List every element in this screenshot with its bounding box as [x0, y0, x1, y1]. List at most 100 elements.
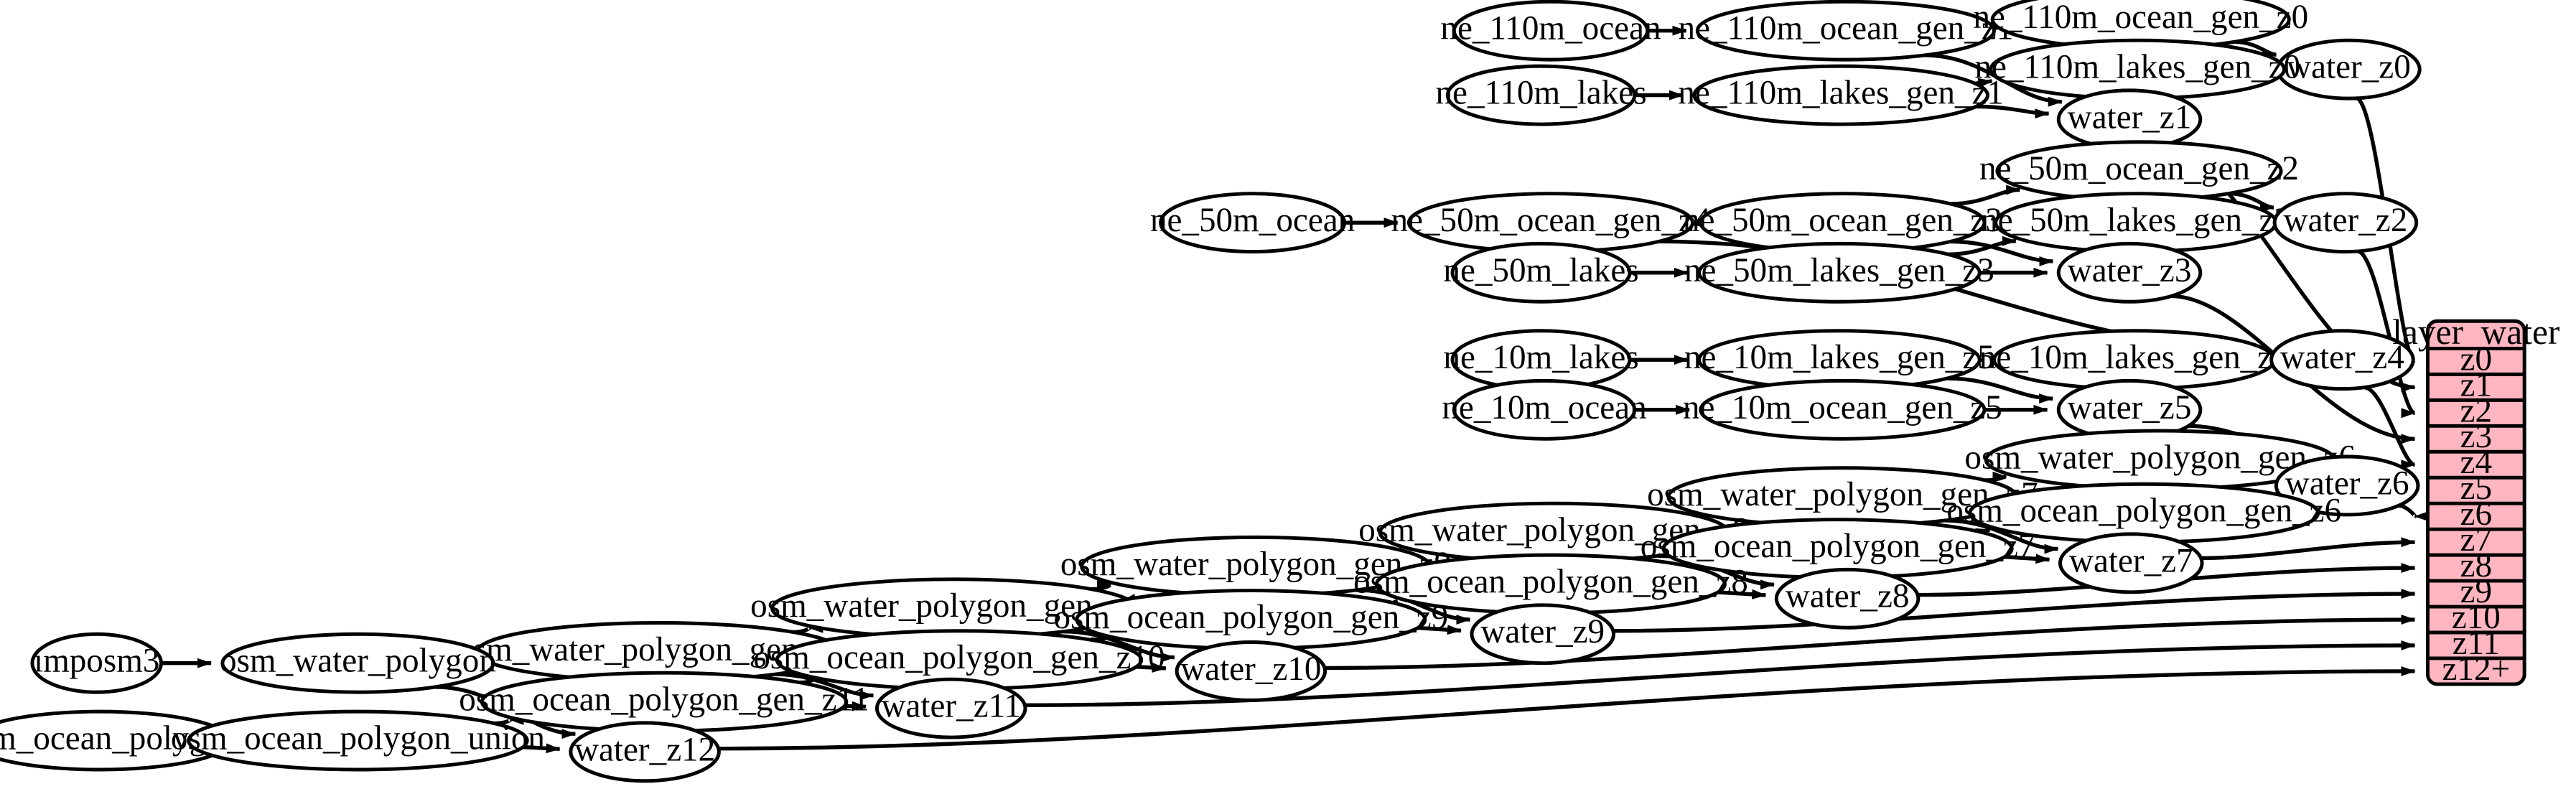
edge-osm_ocean_polygon_gen_z7-to-water_z7 — [2004, 554, 2050, 564]
node-shape — [1175, 640, 1327, 702]
node-shape — [2056, 241, 2203, 304]
legend-row-z7[interactable]: z7 — [2460, 521, 2492, 559]
node-label: osm_ocean_polygon_gen_z10 — [753, 639, 1165, 676]
node-shape — [187, 709, 529, 772]
node-osm_water_polygon[interactable]: osm_water_polygon — [220, 632, 496, 694]
node-shape — [1452, 378, 1637, 441]
legend-row-z12plus[interactable]: z12+ — [2442, 650, 2510, 688]
node-label: ne_50m_ocean_gen_z4 — [1391, 202, 1710, 239]
legend-row-z3[interactable]: z3 — [2460, 418, 2492, 455]
node-ne_50m_lakes_gen_z2[interactable]: ne_50m_lakes_gen_z2 — [1981, 192, 2291, 254]
legend-row-z1[interactable]: z1 — [2460, 366, 2492, 403]
node-ne_50m_ocean[interactable]: ne_50m_ocean — [1150, 192, 1355, 254]
edge-osm_ocean_polygon_gen_z10-to-water_z10 — [1136, 662, 1167, 673]
node-water_z12[interactable]: water_z12 — [569, 721, 721, 783]
node-ne_110m_ocean_gen_z1[interactable]: ne_110m_ocean_gen_z1 — [1678, 0, 2013, 62]
node-shape — [1445, 64, 1637, 126]
node-label: ne_110m_ocean_gen_z1 — [1678, 10, 2013, 47]
node-ne_50m_lakes[interactable]: ne_50m_lakes — [1443, 241, 1639, 304]
edge-water_z10-to-layer_water_z10 — [1324, 615, 2416, 671]
node-water_z10[interactable]: water_z10 — [1175, 640, 1327, 702]
legend-row-z9[interactable]: z9 — [2460, 573, 2492, 610]
legend-row-z8[interactable]: z8 — [2460, 547, 2492, 584]
node-shape — [1470, 603, 1616, 666]
node-osm_ocean_polygon_gen_z10[interactable]: osm_ocean_polygon_gen_z10 — [753, 629, 1165, 691]
node-water_z5[interactable]: water_z5 — [2056, 378, 2203, 441]
node-label: ne_10m_lakes_gen_z4 — [1979, 339, 2290, 376]
node-label: water_z4 — [2280, 339, 2404, 376]
node-ne_10m_ocean[interactable]: ne_10m_ocean — [1442, 378, 1647, 441]
node-osm_ocean_polygon_gen_z7[interactable]: osm_ocean_polygon_gen_z7 — [1641, 518, 2035, 580]
legend-row-z0[interactable]: z0 — [2460, 340, 2492, 378]
node-label: water_z9 — [1480, 613, 1605, 650]
edge-ne_50m_lakes_gen_z3-to-ne_50m_lakes_gen_z2 — [1948, 235, 2017, 256]
node-label: imposm3 — [34, 643, 159, 680]
node-ne_10m_ocean_gen_z5[interactable]: ne_10m_ocean_gen_z5 — [1683, 378, 2002, 441]
node-label: ne_110m_lakes_gen_z0 — [1974, 49, 2300, 86]
node-ne_110m_lakes_gen_z0[interactable]: ne_110m_lakes_gen_z0 — [1974, 38, 2300, 101]
node-water_z6[interactable]: water_z6 — [2274, 454, 2420, 517]
node-imposm3[interactable]: imposm3 — [30, 632, 164, 694]
node-osm_ocean_polygon_gen_z8[interactable]: osm_ocean_polygon_gen_z8 — [1353, 553, 1748, 615]
node-label: ne_10m_lakes_gen_z5 — [1684, 339, 1994, 376]
node-label: osm_ocean_polygon_gen_z7 — [1641, 528, 2035, 565]
node-ne_50m_lakes_gen_z3[interactable]: ne_50m_lakes_gen_z3 — [1684, 241, 1994, 304]
node-water_z2[interactable]: water_z2 — [2272, 192, 2419, 254]
node-shape — [30, 632, 164, 694]
node-label: osm_ocean_polygon_union — [171, 720, 545, 757]
legend-row-z5[interactable]: z5 — [2460, 470, 2492, 507]
node-label: osm_ocean_polygon_gen_z11 — [459, 681, 869, 719]
edge-ne_50m_ocean_gen_z3-to-ne_50m_ocean_gen_z2 — [1950, 185, 2021, 206]
legend-row-z4[interactable]: z4 — [2460, 444, 2492, 481]
node-shape — [1699, 378, 1987, 441]
node-shape — [2269, 329, 2415, 391]
node-shape — [2272, 192, 2419, 254]
node-label: water_z3 — [2068, 252, 2192, 289]
node-label: ne_110m_ocean — [1440, 10, 1661, 47]
node-ne_10m_lakes_gen_z5[interactable]: ne_10m_lakes_gen_z5 — [1684, 329, 1994, 391]
node-label: ne_50m_lakes_gen_z2 — [1981, 202, 2291, 239]
node-ne_50m_ocean_gen_z2[interactable]: ne_50m_ocean_gen_z2 — [1979, 140, 2299, 202]
node-shape — [2058, 532, 2204, 594]
node-water_z11[interactable]: water_z11 — [874, 677, 1027, 739]
node-water_z1[interactable]: water_z1 — [2056, 88, 2203, 151]
node-ne_110m_lakes_gen_z1[interactable]: ne_110m_lakes_gen_z1 — [1678, 64, 2004, 126]
node-label: ne_110m_lakes — [1435, 75, 1646, 112]
node-ne_110m_lakes[interactable]: ne_110m_lakes — [1435, 64, 1647, 126]
node-label: osm_ocean_polygon_gen_z9 — [1053, 599, 1448, 636]
edge-osm_water_polygon_gen_z11-to-water_z11 — [775, 672, 874, 701]
legend-row-z2[interactable]: z2 — [2460, 392, 2492, 429]
legend-row-z11[interactable]: z11 — [2453, 625, 2500, 662]
node-label: water_z12 — [574, 731, 715, 768]
edge-osm_water_polygon_gen_z7-to-water_z7 — [1945, 518, 2059, 554]
node-water_z4[interactable]: water_z4 — [2269, 329, 2415, 391]
node-water_z7[interactable]: water_z7 — [2058, 532, 2204, 594]
node-ne_10m_lakes[interactable]: ne_10m_lakes — [1443, 329, 1639, 391]
node-label: water_z5 — [2068, 389, 2192, 426]
node-ne_110m_ocean[interactable]: ne_110m_ocean — [1440, 0, 1661, 62]
edge-water_z6-to-layer_water_z6 — [2398, 503, 2429, 521]
node-shape — [1692, 64, 1989, 126]
node-label: water_z7 — [2069, 542, 2193, 579]
node-label: water_z11 — [881, 688, 1021, 725]
node-water_z3[interactable]: water_z3 — [2056, 241, 2203, 304]
node-ne_50m_ocean_gen_z4[interactable]: ne_50m_ocean_gen_z4 — [1391, 192, 1710, 254]
legend-row-z6[interactable]: z6 — [2460, 495, 2492, 533]
node-shape — [1452, 0, 1650, 62]
edge-ne_50m_ocean_gen_z3-to-water_z3 — [1950, 239, 2054, 266]
node-water_z0[interactable]: water_z0 — [2276, 38, 2422, 101]
node-osm_ocean_polygon[interactable]: osm_ocean_polygon — [0, 709, 240, 772]
edge-water_z7-to-layer_water_z7 — [2201, 537, 2416, 561]
node-shape — [1697, 241, 1982, 304]
node-osm_ocean_polygon_gen_z11[interactable]: osm_ocean_polygon_gen_z11 — [459, 671, 869, 733]
node-label: ne_110m_ocean_gen_z0 — [1973, 0, 2308, 36]
node-osm_ocean_polygon_union[interactable]: osm_ocean_polygon_union — [171, 709, 545, 772]
legend-row-z10[interactable]: z10 — [2452, 599, 2501, 636]
node-water_z9[interactable]: water_z9 — [1470, 603, 1616, 666]
node-osm_ocean_polygon_gen_z6[interactable]: osm_ocean_polygon_gen_z6 — [1946, 482, 2341, 544]
node-water_z8[interactable]: water_z8 — [1774, 567, 1921, 630]
node-ne_110m_ocean_gen_z0[interactable]: ne_110m_ocean_gen_z0 — [1973, 0, 2308, 50]
node-label: water_z6 — [2285, 464, 2409, 502]
